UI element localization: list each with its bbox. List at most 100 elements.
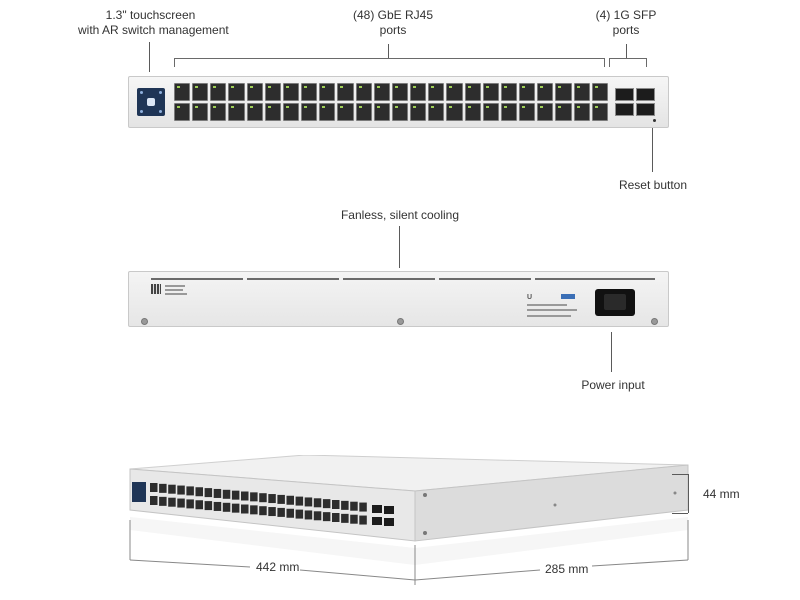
rj45-port-icon — [250, 492, 258, 502]
sfp-port-grid — [615, 88, 655, 116]
rj45-port-icon — [519, 103, 536, 121]
rj45-port-icon — [428, 103, 445, 121]
rj45-port-icon — [264, 83, 281, 101]
rj45-port-icon — [186, 486, 194, 496]
rj45-port-icon — [192, 83, 209, 101]
rj45-port-icon — [286, 495, 294, 505]
rj45-bracket — [174, 58, 605, 67]
rj45-port-icon — [195, 487, 203, 497]
back-panel: U — [128, 271, 669, 327]
rj45-bracket-center — [388, 44, 389, 58]
rj45-port-icon — [446, 83, 463, 101]
rj45-port-icon — [301, 83, 318, 101]
rj45-port-icon — [304, 510, 313, 520]
rj45-port-icon — [350, 514, 358, 524]
rj45-port-icon — [428, 83, 445, 101]
rj45-port-icon — [322, 512, 331, 522]
rj45-port-icon — [241, 504, 249, 514]
rj45-port-icon — [332, 513, 340, 522]
power-socket-icon — [595, 289, 635, 316]
cooling-leader — [399, 226, 400, 268]
rj45-port-icon — [555, 103, 572, 121]
depth-label: 285 mm — [545, 562, 589, 576]
rj45-port-icon — [150, 496, 158, 505]
rj45-port-icon — [350, 501, 358, 511]
rj45-label-line2: ports — [379, 23, 407, 37]
sfp-port-icon — [636, 88, 655, 101]
rj45-port-icon — [355, 83, 372, 101]
rj45-port-icon — [174, 103, 191, 121]
rj45-port-icon — [241, 491, 249, 501]
touchscreen-label-line1: 1.3" touchscreen — [105, 8, 196, 22]
cooling-label: Fanless, silent cooling — [340, 208, 460, 222]
rj45-port-icon — [591, 83, 608, 101]
rj45-port-icon — [313, 511, 322, 521]
rj45-port-icon — [168, 497, 176, 507]
sfp-port-icon — [636, 103, 655, 116]
rj45-port-icon — [192, 103, 209, 121]
rj45-port-icon — [446, 103, 463, 121]
rj45-label-line1: (48) GbE RJ45 — [352, 8, 434, 22]
rj45-port-icon — [222, 502, 231, 512]
rj45-port-icon — [573, 83, 590, 101]
rj45-port-icon — [537, 103, 554, 121]
height-dim-top — [672, 474, 688, 475]
touchscreen-label: 1.3" touchscreen with AR switch manageme… — [78, 8, 229, 38]
rj45-port-icon — [337, 83, 354, 101]
rj45-port-icon — [482, 83, 499, 101]
rj45-port-icon — [332, 500, 340, 509]
rj45-port-icon — [304, 497, 313, 507]
rj45-port-icon — [464, 103, 481, 121]
power-leader — [611, 332, 612, 372]
ubiquiti-logo-icon — [147, 98, 155, 106]
rj45-port-icon — [482, 103, 499, 121]
rj45-port-icon — [359, 502, 367, 512]
rj45-port-icon — [295, 496, 304, 506]
rj45-port-icon — [537, 83, 554, 101]
rj45-port-icon — [573, 103, 590, 121]
width-label: 442 mm — [256, 560, 300, 574]
rj45-port-icon — [213, 501, 222, 511]
rj45-port-icon — [228, 103, 245, 121]
rj45-port-icon — [264, 103, 281, 121]
rj45-port-icon — [174, 83, 191, 101]
rj45-port-icon — [319, 83, 336, 101]
rj45-port-icon — [410, 103, 427, 121]
rj45-port-icon — [301, 103, 318, 121]
height-label: 44 mm — [703, 487, 740, 501]
touchscreen-icon — [137, 88, 165, 116]
rj45-port-icon — [168, 484, 176, 494]
height-dim-bottom — [672, 513, 688, 514]
rj45-port-icon — [295, 509, 304, 519]
rj45-port-icon — [213, 488, 222, 498]
rj45-port-icon — [186, 499, 194, 509]
rj45-port-icon — [177, 485, 185, 495]
rj45-port-icon — [591, 103, 608, 121]
rj45-port-icon — [500, 103, 518, 121]
rj45-port-icon — [391, 103, 409, 121]
rj45-port-icon — [231, 490, 240, 500]
touchscreen-label-line2: with AR switch management — [78, 23, 229, 37]
rj45-port-icon — [231, 503, 240, 513]
rj45-port-icon — [319, 103, 336, 121]
reset-leader — [652, 128, 653, 172]
rj45-port-icon — [210, 83, 227, 101]
rj45-port-icon — [177, 498, 185, 508]
rj45-port-icon — [391, 83, 409, 101]
rj45-port-icon — [210, 103, 227, 121]
rj45-port-icon — [246, 83, 263, 101]
sfp-bracket — [609, 58, 647, 67]
rj45-port-icon — [355, 103, 372, 121]
rj45-port-icon — [204, 488, 213, 498]
sfp-label-line2: ports — [612, 23, 640, 37]
sfp-label-line1: (4) 1G SFP — [595, 8, 657, 22]
rj45-port-icon — [228, 83, 245, 101]
rj45-port-icon — [195, 500, 203, 510]
sfp-bracket-center — [626, 44, 627, 58]
rj45-port-icon — [259, 493, 267, 503]
rj45-port-grid — [174, 83, 608, 121]
rj45-port-icon — [204, 501, 213, 511]
rj45-port-icon — [341, 513, 349, 523]
rj45-port-icon — [259, 506, 267, 516]
